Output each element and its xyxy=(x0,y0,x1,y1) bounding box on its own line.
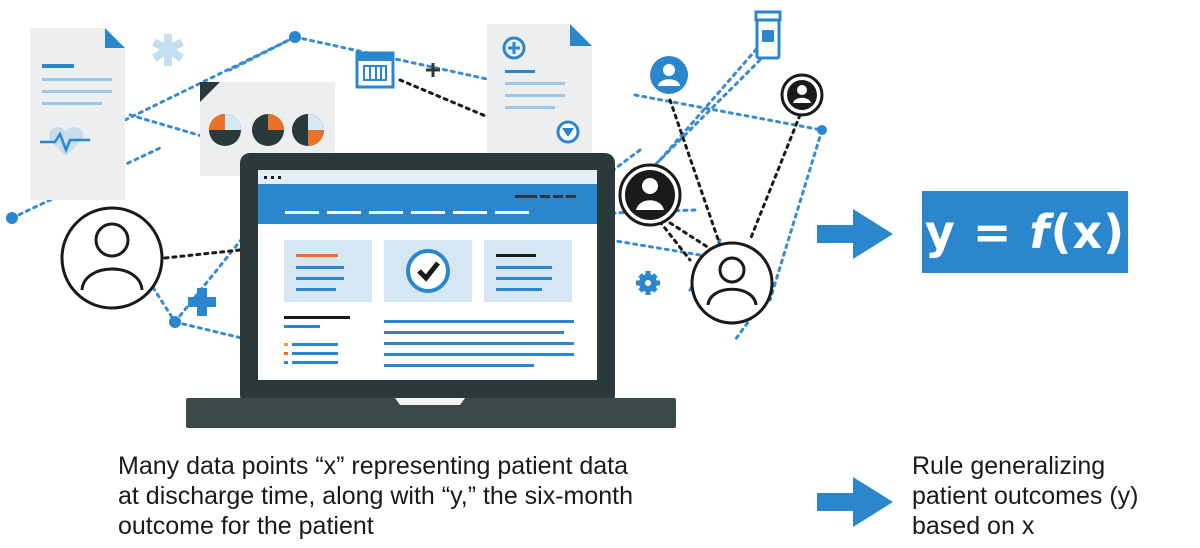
gear-icon xyxy=(636,271,660,295)
arrow-right-icon xyxy=(817,209,893,259)
arrow-right-icon xyxy=(817,477,893,527)
rule-caption: Rule generalizing patient outcomes (y) b… xyxy=(912,451,1139,541)
user-avatar-icon xyxy=(780,73,824,117)
calendar-icon xyxy=(355,51,395,89)
caption-line: at discharge time, along with “y,” the s… xyxy=(118,482,634,510)
formula-box: y = f(x) xyxy=(922,191,1128,273)
document-heart-icon xyxy=(30,28,125,200)
caption-line: outcome for the patient xyxy=(118,512,374,540)
asterisk-icon xyxy=(152,34,184,66)
formula-function: f xyxy=(1029,205,1051,259)
formula-output: y xyxy=(924,205,956,259)
pie-charts-icon xyxy=(200,82,335,176)
document-plus-icon xyxy=(487,24,592,160)
network-nodes xyxy=(6,31,827,328)
user-avatar-icon xyxy=(650,56,688,94)
caption-line: Many data points “x” representing patien… xyxy=(118,452,629,480)
data-points-caption: Many data points “x” representing patien… xyxy=(118,451,633,541)
medical-cross-icon xyxy=(188,288,216,316)
caption-line: patient outcomes (y) xyxy=(912,482,1139,510)
data-links xyxy=(163,78,802,262)
checkmark-icon xyxy=(406,249,450,293)
formula-input: (x) xyxy=(1050,205,1126,259)
formula-text: y = f(x) xyxy=(925,205,1125,259)
user-avatar-icon xyxy=(618,163,682,227)
pill-bottle-icon xyxy=(754,10,782,60)
user-avatar-icon xyxy=(690,241,774,325)
caption-line: based on x xyxy=(912,512,1035,540)
plus-small-icon xyxy=(426,63,440,77)
caption-line: Rule generalizing xyxy=(912,452,1106,480)
laptop xyxy=(186,153,676,428)
user-avatar-icon xyxy=(60,206,164,310)
formula-equals: = xyxy=(972,205,1013,259)
